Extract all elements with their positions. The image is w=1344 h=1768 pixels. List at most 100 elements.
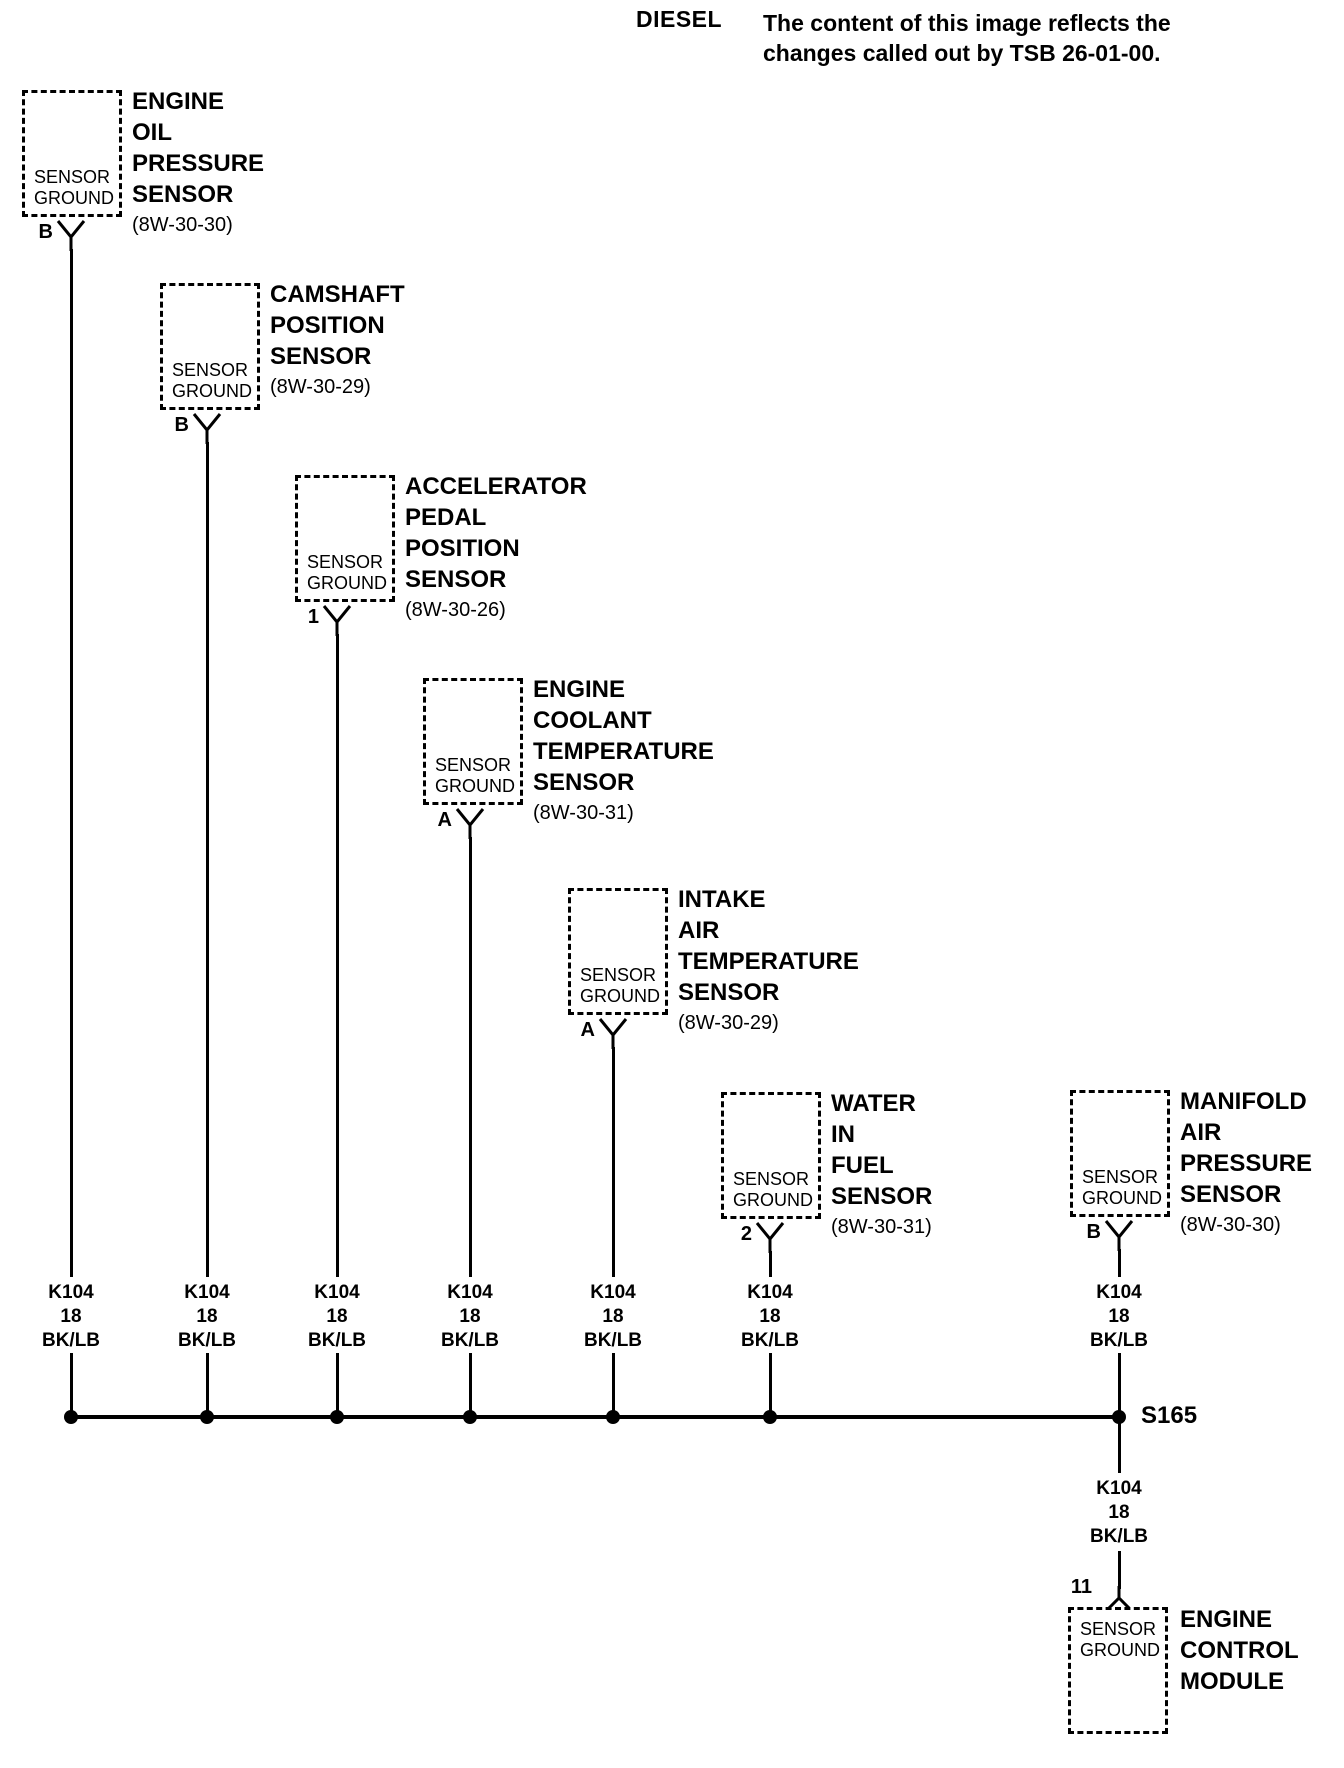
splice-junction-dot: [64, 1410, 78, 1424]
sensor-name-line: TEMPERATURE: [533, 738, 714, 765]
splice-junction-dot: [200, 1410, 214, 1424]
wire-label-line: BK/LB: [583, 1330, 643, 1351]
pin-label: A: [580, 1019, 595, 1041]
wire-label-line: 18: [60, 1306, 82, 1327]
ecm-wire-segment: [1118, 1551, 1121, 1589]
sensor-ground-label-line: SENSOR: [172, 360, 249, 380]
tsb-note-line: The content of this image reflects the: [763, 10, 1171, 36]
wire-segment: [336, 1353, 339, 1418]
sensor-ground-label-line: GROUND: [733, 1190, 813, 1210]
pin-label: 1: [307, 606, 319, 628]
ecm-name-line: MODULE: [1180, 1668, 1284, 1695]
sensor-name-line: PRESSURE: [1180, 1150, 1313, 1177]
ecm-ground-label-line: GROUND: [1080, 1640, 1160, 1660]
splice-junction-dot: [330, 1410, 344, 1424]
wire-segment: [769, 1251, 772, 1277]
wire-segment: [612, 1353, 615, 1418]
sensor-name-line: FUEL: [831, 1152, 894, 1179]
connector-fork-icon: [598, 1018, 628, 1049]
sensor-name-line: ENGINE: [533, 676, 626, 703]
wire-segment: [1118, 1249, 1121, 1277]
pin-label: A: [437, 809, 452, 831]
wire-segment: [769, 1353, 772, 1418]
sensor-name-line: POSITION: [405, 535, 520, 562]
wire-label-line: K104: [184, 1282, 230, 1303]
wire-segment: [70, 249, 73, 1277]
wire-segment: [70, 1353, 73, 1418]
pin-label: B: [174, 414, 189, 436]
wire-label-line: K104: [48, 1282, 94, 1303]
sensor-name-line: TEMPERATURE: [678, 948, 859, 975]
sensor-name: MANIFOLD AIR PRESSURE SENSOR (8W-30-30): [1180, 1086, 1312, 1241]
sensor-ground-label-line: GROUND: [34, 188, 114, 208]
wire-label-line: BK/LB: [740, 1330, 800, 1351]
sensor-name-line: SENSOR: [533, 769, 635, 796]
sensor-name-line: SENSOR: [132, 181, 234, 208]
ecm-box: SENSOR GROUND: [1068, 1607, 1168, 1734]
sensor-name-line: ACCELERATOR: [405, 473, 587, 500]
circuit-ref: (8W-30-29): [678, 1012, 779, 1034]
splice-junction-dot: [763, 1410, 777, 1424]
wire-label-line: K104: [1096, 1282, 1142, 1303]
ecm-ground-label: SENSOR GROUND: [1080, 1619, 1160, 1661]
circuit-ref: (8W-30-31): [533, 802, 634, 824]
tsb-note-line: changes called out by TSB 26-01-00.: [763, 40, 1161, 66]
connector-fork-icon: [322, 605, 352, 636]
sensor-name-line: WATER: [831, 1090, 916, 1117]
wire-label-line: BK/LB: [41, 1330, 101, 1351]
connector-fork-icon: [56, 220, 86, 251]
circuit-ref: (8W-30-31): [831, 1216, 932, 1238]
sensor-ground-label-line: GROUND: [172, 381, 252, 401]
sensor-name-line: SENSOR: [1180, 1181, 1282, 1208]
sensor-name-line: SENSOR: [270, 343, 372, 370]
sensor-name-line: INTAKE: [678, 886, 766, 913]
ecm-wire-label: K104 18 BK/LB: [1079, 1477, 1159, 1549]
wire-label-line: 18: [759, 1306, 781, 1327]
tsb-note: The content of this image reflects the c…: [763, 8, 1171, 68]
ecm-name-line: ENGINE: [1180, 1606, 1273, 1633]
sensor-ground-label-line: SENSOR: [435, 755, 512, 775]
wire-label-line: BK/LB: [1089, 1330, 1149, 1351]
pin-label: 2: [740, 1223, 752, 1245]
sensor-name-line: COOLANT: [533, 707, 652, 734]
circuit-ref: (8W-30-29): [270, 376, 371, 398]
splice-junction-dot: [606, 1410, 620, 1424]
sensor-ground-label-line: SENSOR: [307, 552, 384, 572]
sensor-name-line: PRESSURE: [132, 150, 265, 177]
sensor-name-line: POSITION: [270, 312, 385, 339]
wire-label-line: BK/LB: [177, 1330, 237, 1351]
wire-segment: [206, 442, 209, 1277]
sensor-name-line: MANIFOLD: [1180, 1088, 1307, 1115]
sensor-name: ENGINE COOLANT TEMPERATURE SENSOR (8W-30-31): [533, 674, 714, 829]
circuit-ref: (8W-30-26): [405, 599, 506, 621]
wire-circuit: K104: [1096, 1478, 1142, 1499]
connector-fork-icon: [192, 413, 222, 444]
wire-label-line: 18: [326, 1306, 348, 1327]
ground-bus-wire: [69, 1415, 1121, 1419]
sensor-name-line: AIR: [1180, 1119, 1222, 1146]
wire-label-line: 18: [1108, 1306, 1130, 1327]
wire-segment: [469, 837, 472, 1277]
sensor-ground-label-line: GROUND: [307, 573, 387, 593]
circuit-ref: (8W-30-30): [1180, 1214, 1281, 1236]
